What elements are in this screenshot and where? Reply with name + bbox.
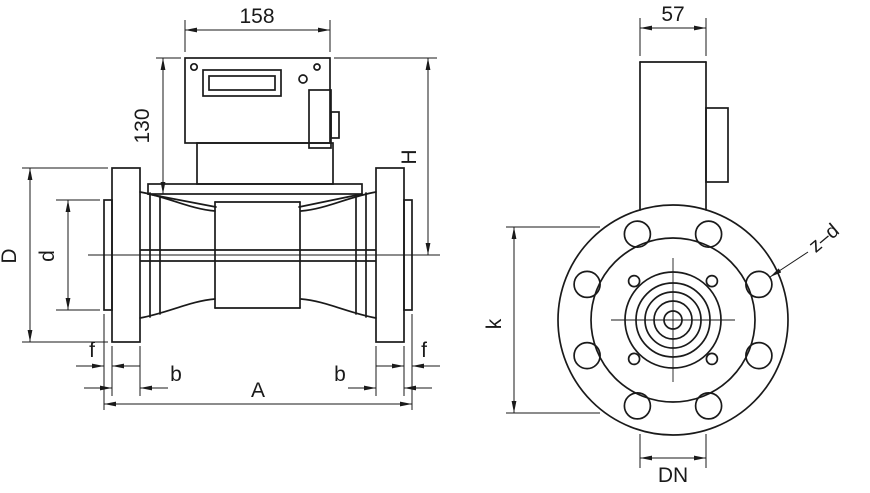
housing-screw (313, 63, 321, 71)
dim-158-label: 158 (239, 5, 274, 28)
bolt-hole (745, 341, 773, 370)
dim-130-label: 130 (131, 108, 154, 143)
front-view: 158 130 H D d (0, 5, 440, 410)
housing-screw (189, 62, 199, 72)
dim-d: d (36, 199, 100, 311)
side-connector (705, 107, 729, 183)
meter-head-side (639, 61, 729, 211)
dim-H: H (334, 57, 437, 255)
dim-f-left-label: f (89, 339, 95, 362)
dim-D: D (0, 167, 108, 343)
dim-f-right-label: f (421, 339, 427, 362)
bolt-hole (623, 220, 652, 248)
dim-b-right-label: b (334, 363, 346, 386)
dim-DN-label: DN (658, 464, 688, 487)
dim-57-label: 57 (661, 3, 684, 26)
flange-face (557, 204, 789, 436)
dim-57: 57 (639, 3, 707, 56)
bolt-hole (745, 270, 773, 299)
screw-hole (705, 274, 719, 288)
dim-f-left: f (76, 314, 140, 410)
dim-158: 158 (184, 5, 331, 52)
dim-b-left-label: b (170, 363, 182, 386)
body-contour (300, 298, 377, 319)
raised-face-circle (590, 237, 756, 403)
body-contour (139, 298, 216, 319)
dim-zd: z–d (769, 220, 844, 278)
bolt-hole (573, 341, 601, 370)
housing-screw (298, 74, 308, 84)
meter-head (147, 57, 363, 208)
mounting-plate (147, 183, 363, 195)
screw-hole (705, 352, 719, 366)
bolt-hole (694, 220, 723, 248)
dim-k: k (483, 226, 600, 414)
dim-zd-label: z–d (805, 220, 844, 258)
dim-k-label: k (483, 318, 506, 329)
screw-hole (627, 352, 641, 366)
dim-130: 130 (131, 57, 181, 194)
bolt-hole (623, 392, 652, 420)
dim-b-left: b (84, 346, 182, 396)
dim-b-right: b (334, 346, 432, 396)
bolt-hole (694, 392, 723, 420)
dim-A: A (104, 379, 412, 407)
side-connector (308, 89, 332, 149)
dim-DN: DN (639, 434, 707, 487)
bolt-hole (573, 270, 601, 299)
screw-hole (627, 274, 641, 288)
body-contour (139, 191, 216, 212)
dim-D-label: D (0, 248, 21, 263)
display-window (208, 75, 276, 91)
cable-gland (330, 111, 340, 139)
dim-f-right: f (376, 314, 440, 410)
body-contour (300, 191, 377, 212)
bracket-edge (298, 193, 363, 208)
dim-A-label: A (251, 379, 265, 402)
leader-line (769, 251, 809, 278)
dim-d-label: d (36, 250, 59, 262)
flange-outer-circle (557, 204, 789, 436)
side-view: 57 z–d k DN (483, 3, 844, 487)
head-base (196, 142, 334, 185)
dim-H-label: H (398, 149, 421, 164)
display-frame (202, 69, 282, 97)
